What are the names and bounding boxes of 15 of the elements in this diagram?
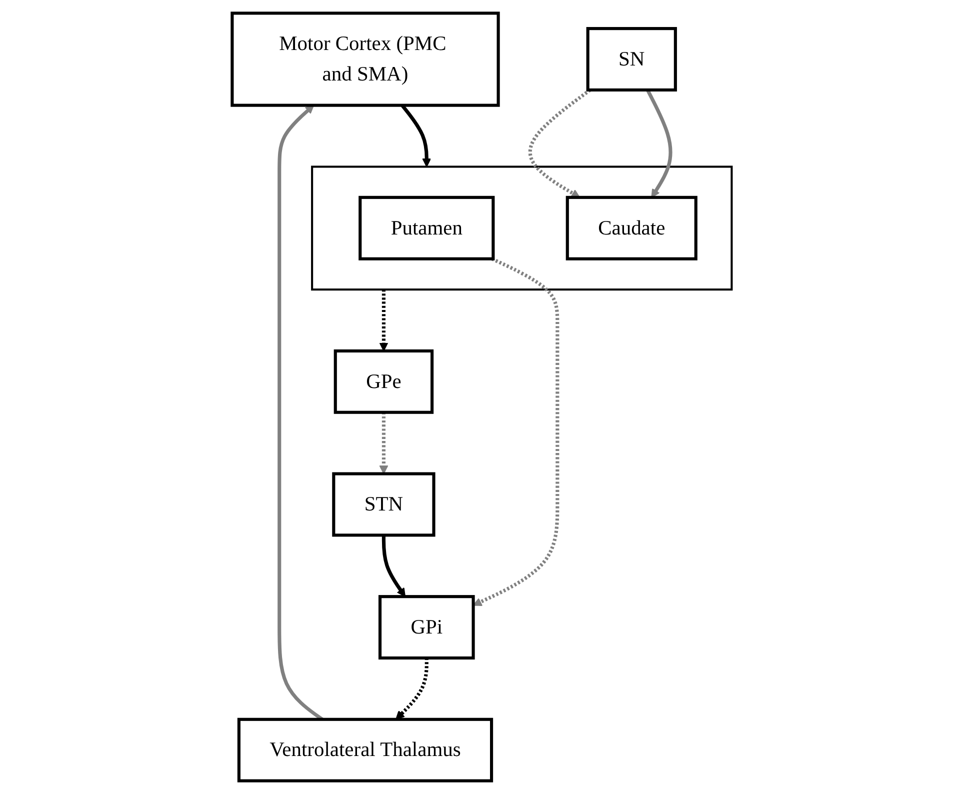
- node-box: GPe: [333, 349, 434, 414]
- arrow: [528, 88, 591, 198]
- arrow: [378, 412, 388, 474]
- node-box: Ventrolateral Thalamus: [236, 718, 493, 782]
- node-box: SN: [586, 27, 677, 92]
- node-box: Motor Cortex (PMC and SMA): [230, 12, 500, 107]
- node-box: STN: [332, 472, 435, 537]
- arrow: [472, 257, 559, 606]
- cluster: [310, 166, 732, 291]
- arrow: [378, 290, 388, 352]
- arrow: [646, 89, 672, 198]
- node-box: Caudate: [565, 196, 697, 260]
- node-box: Putamen: [358, 196, 494, 260]
- arrow: [381, 535, 406, 597]
- node-box: GPi: [378, 595, 474, 660]
